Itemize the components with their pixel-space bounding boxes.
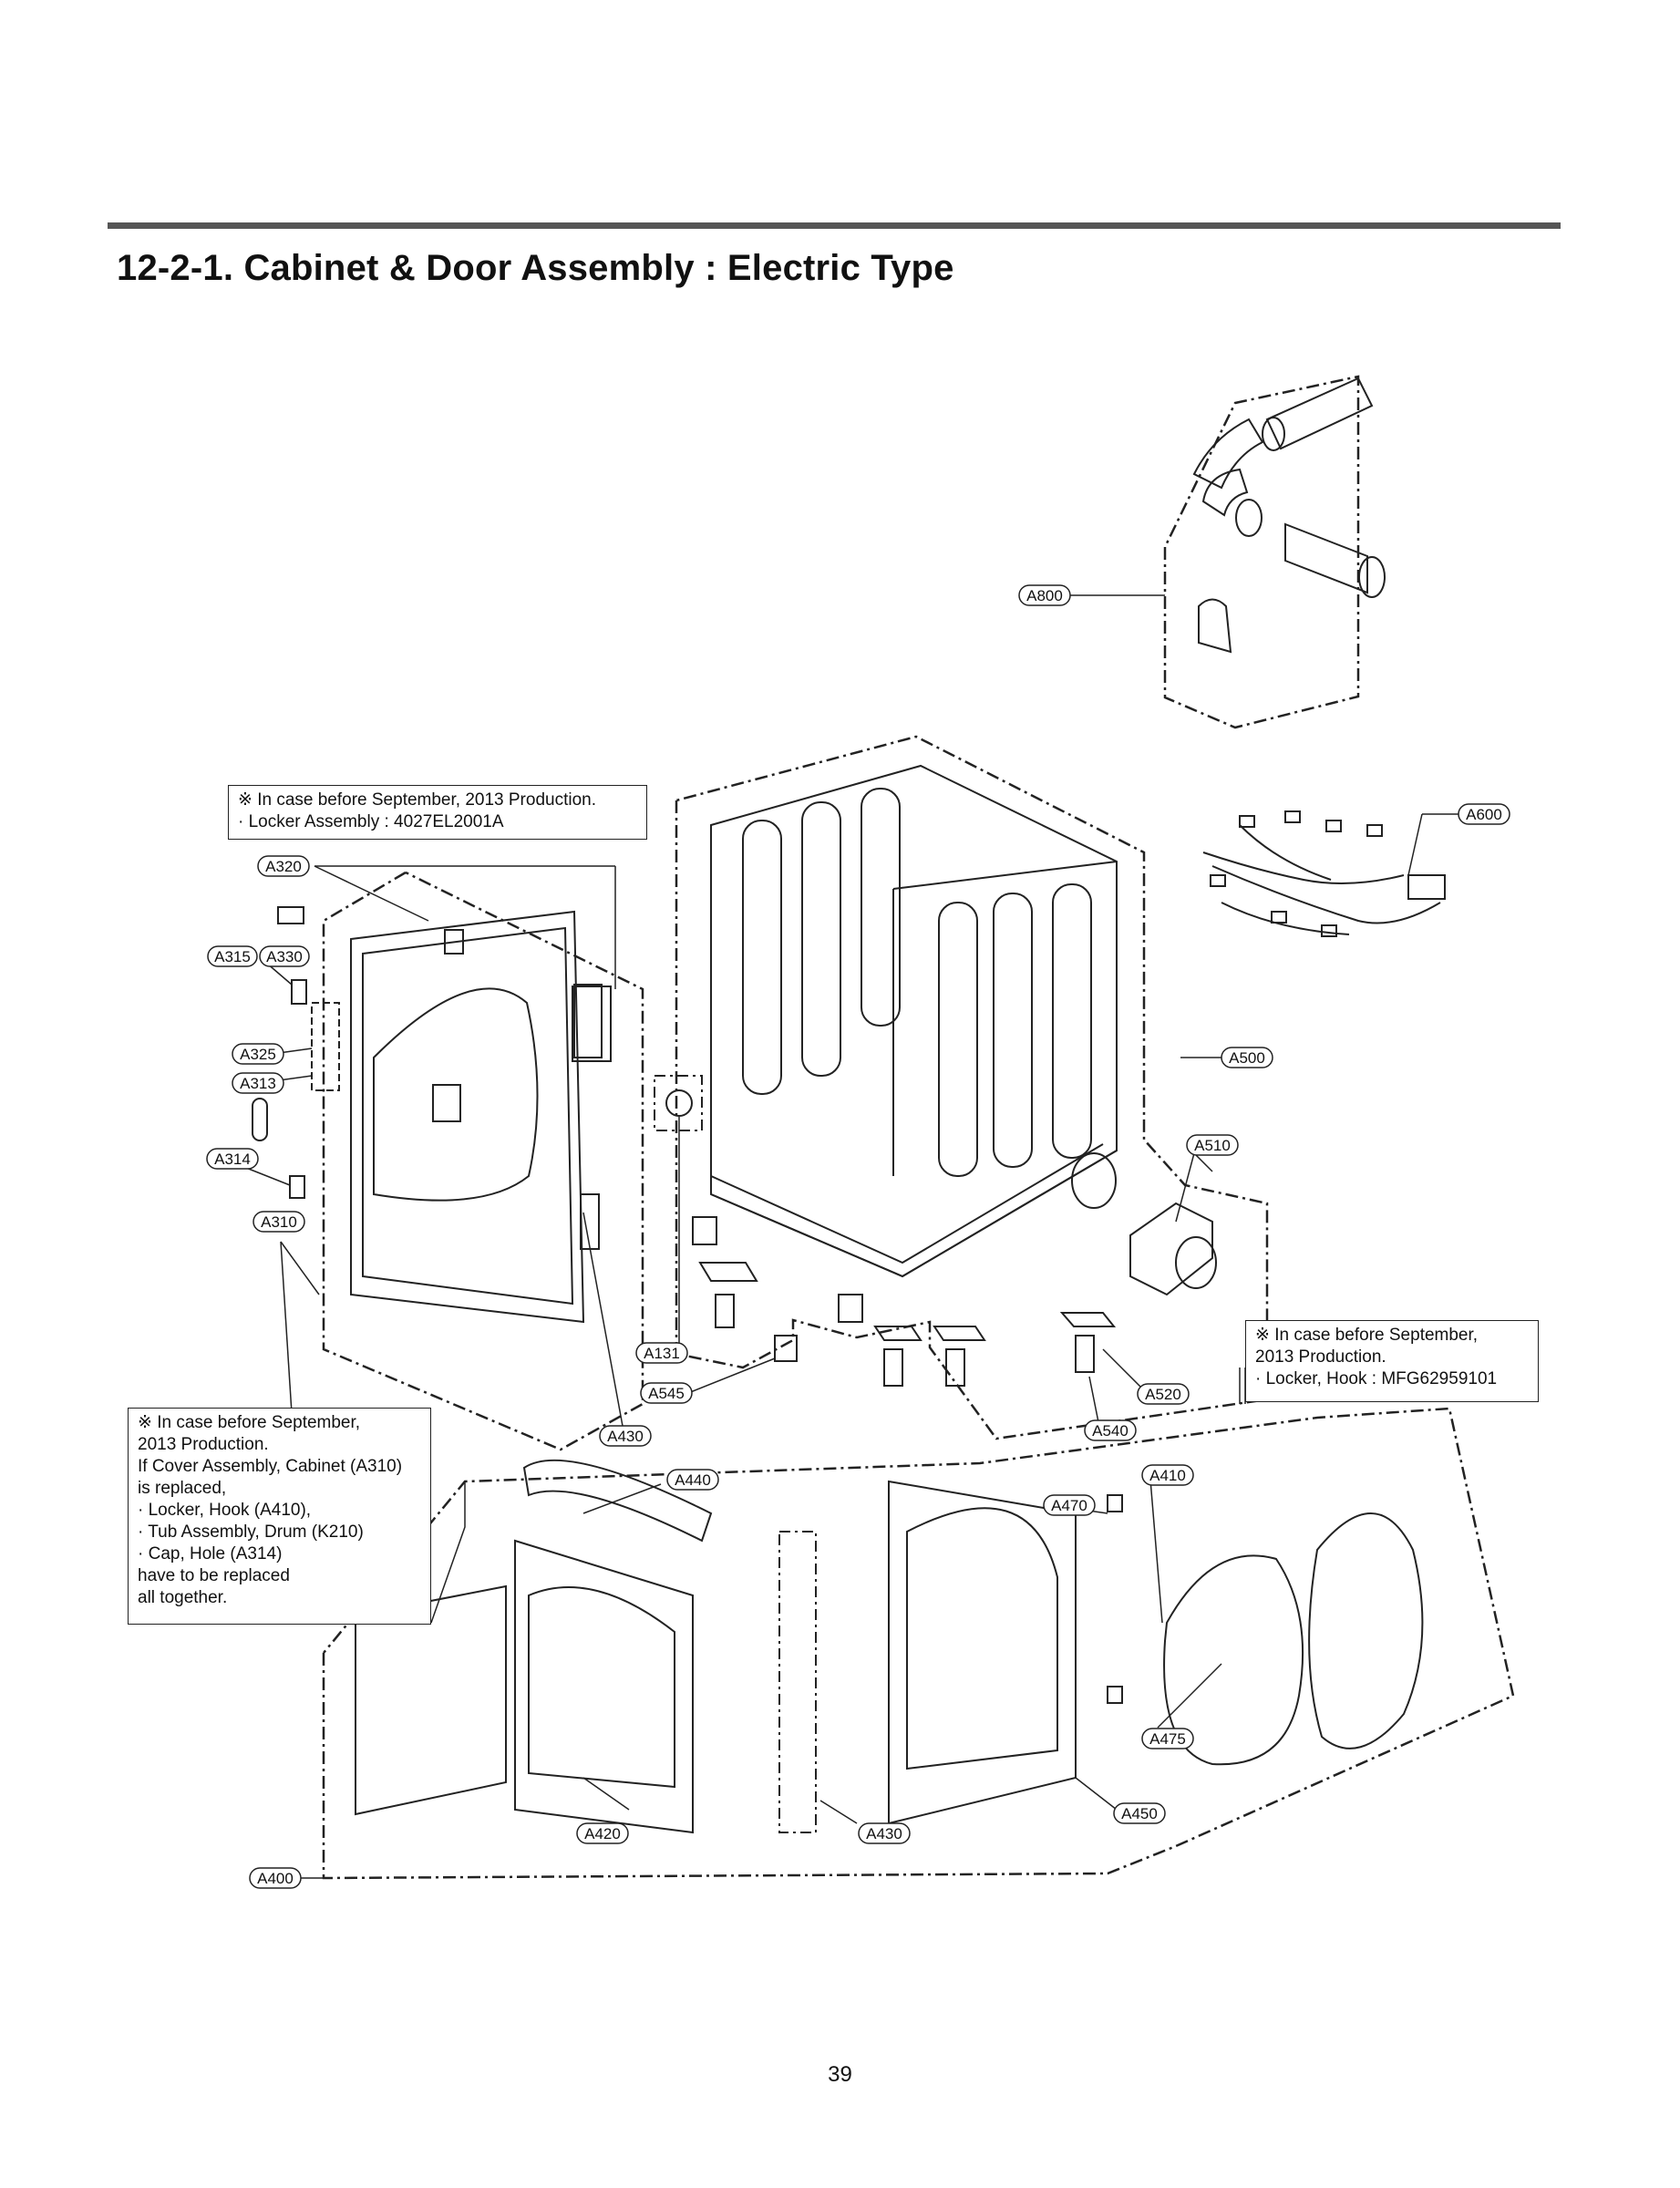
svg-text:A131: A131 — [644, 1345, 680, 1362]
label-a800: A800 — [1018, 584, 1071, 606]
label-a470: A470 — [1043, 1494, 1096, 1516]
label-a131: A131 — [635, 1342, 688, 1364]
label-a310: A310 — [253, 1211, 305, 1233]
svg-text:A545: A545 — [648, 1385, 685, 1402]
note-line: all together. — [138, 1588, 228, 1607]
part-labels: A800 A600 A500 A510 A320 A315 A330 A325 … — [206, 584, 1510, 1889]
svg-text:A313: A313 — [240, 1075, 276, 1092]
duct-group-boundary — [1163, 375, 1360, 729]
exhaust-duct — [1129, 1202, 1217, 1296]
svg-text:A325: A325 — [240, 1046, 276, 1063]
svg-text:A500: A500 — [1229, 1049, 1265, 1067]
label-a545: A545 — [640, 1382, 693, 1404]
note-locker-assembly: ※ In case before September, 2013 Product… — [228, 785, 647, 840]
svg-text:A540: A540 — [1092, 1422, 1129, 1440]
hinge-parts — [252, 906, 340, 1199]
svg-text:A315: A315 — [214, 948, 251, 965]
label-a315: A315 — [207, 945, 258, 967]
svg-text:A430: A430 — [607, 1428, 644, 1445]
note-line: · Tub Assembly, Drum (K210) — [138, 1522, 364, 1542]
label-a320: A320 — [257, 855, 310, 877]
label-a410: A410 — [1141, 1464, 1194, 1486]
note-leaders — [430, 1368, 1246, 1624]
locker-box — [572, 986, 612, 1062]
svg-text:A440: A440 — [675, 1471, 711, 1489]
label-a420: A420 — [576, 1822, 629, 1844]
label-a475: A475 — [1141, 1728, 1194, 1749]
note-line: ※ In case before September, — [138, 1413, 361, 1432]
door-parts — [355, 1459, 1424, 1834]
note-line: ※ In case before September, 2013 Product… — [238, 790, 596, 810]
label-a313: A313 — [232, 1072, 284, 1094]
label-a510: A510 — [1186, 1134, 1239, 1156]
label-a600: A600 — [1458, 803, 1510, 825]
svg-text:A310: A310 — [261, 1213, 297, 1231]
note-line: · Locker Assembly : 4027EL2001A — [238, 812, 504, 831]
svg-text:A800: A800 — [1026, 587, 1063, 604]
svg-text:A470: A470 — [1051, 1497, 1087, 1514]
note-line: is replaced, — [138, 1479, 227, 1498]
label-a540: A540 — [1084, 1419, 1137, 1441]
header-rule — [108, 222, 1561, 229]
cabinet-body — [710, 764, 1118, 1278]
svg-text:A475: A475 — [1149, 1730, 1186, 1748]
note-cover-replace: ※ In case before September, 2013 Product… — [128, 1408, 431, 1625]
svg-text:A314: A314 — [214, 1151, 251, 1168]
svg-text:A520: A520 — [1145, 1386, 1181, 1403]
svg-text:A330: A330 — [266, 948, 303, 965]
door-group-boundary — [322, 1407, 1515, 1880]
leveling-legs — [692, 1216, 1117, 1387]
duct-assembly — [1192, 377, 1386, 654]
note-locker-hook: ※ In case before September, 2013 Product… — [1245, 1320, 1539, 1402]
note-line: If Cover Assembly, Cabinet (A310) — [138, 1457, 403, 1476]
bracket-group-box — [654, 1075, 703, 1131]
wire-harness — [1202, 810, 1446, 937]
note-line: ※ In case before September, — [1255, 1326, 1479, 1345]
label-a400: A400 — [249, 1867, 302, 1889]
note-line: · Cap, Hole (A314) — [138, 1544, 283, 1564]
label-a430-top: A430 — [599, 1425, 652, 1447]
label-a500: A500 — [1221, 1047, 1273, 1068]
note-line: 2013 Production. — [1255, 1347, 1386, 1367]
label-a330: A330 — [259, 945, 310, 967]
note-line: · Locker, Hook (A410), — [138, 1501, 312, 1520]
cabinet-group-boundary — [675, 735, 1269, 1440]
svg-text:A400: A400 — [257, 1870, 294, 1887]
page-number: 39 — [828, 2062, 852, 2087]
svg-text:A450: A450 — [1121, 1805, 1158, 1822]
front-cover-boundary — [322, 871, 644, 1451]
note-line: · Locker, Hook : MFG62959101 — [1255, 1369, 1498, 1388]
svg-text:A420: A420 — [584, 1825, 621, 1842]
page-title: 12-2-1. Cabinet & Door Assembly : Electr… — [117, 248, 954, 288]
svg-text:A430: A430 — [866, 1825, 902, 1842]
svg-text:A600: A600 — [1466, 806, 1502, 823]
note-line: have to be replaced — [138, 1566, 290, 1585]
svg-text:A320: A320 — [265, 858, 302, 875]
label-a520: A520 — [1137, 1383, 1190, 1405]
svg-text:A510: A510 — [1194, 1137, 1231, 1154]
svg-text:A410: A410 — [1149, 1467, 1186, 1484]
label-a314: A314 — [206, 1148, 259, 1170]
front-cover-cabinet — [350, 910, 603, 1324]
label-a430-bottom: A430 — [858, 1822, 911, 1844]
label-a450: A450 — [1113, 1802, 1166, 1824]
label-a440: A440 — [666, 1469, 719, 1491]
note-line: 2013 Production. — [138, 1435, 269, 1454]
label-a325: A325 — [232, 1043, 284, 1065]
